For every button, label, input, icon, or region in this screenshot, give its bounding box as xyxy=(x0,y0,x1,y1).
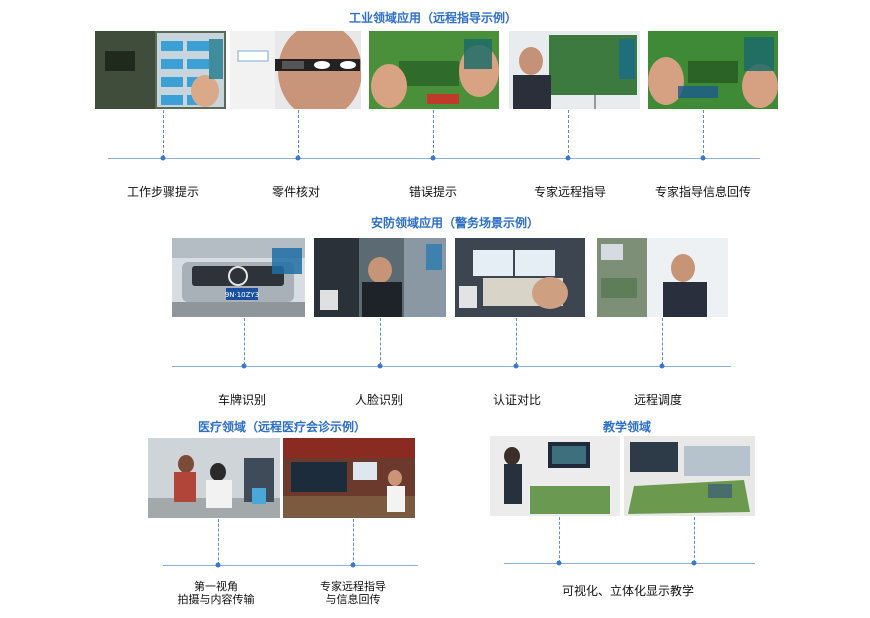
caption-work-steps: 工作步骤提示 xyxy=(126,185,200,199)
connector xyxy=(433,110,434,158)
caption-expert-guidance: 专家远程指导 与信息回传 xyxy=(320,580,386,606)
timeline-dot xyxy=(377,363,383,369)
timeline-dot xyxy=(691,560,697,566)
timeline-dot xyxy=(513,363,519,369)
photo-first-person-capture xyxy=(148,438,280,518)
timeline-dot xyxy=(430,155,436,161)
photo-remote-dispatch xyxy=(597,238,728,317)
connector xyxy=(516,318,517,365)
connector xyxy=(380,318,381,365)
timeline-dot xyxy=(659,363,665,369)
photo-work-steps xyxy=(95,31,226,109)
photo-expert-feedback xyxy=(648,31,778,109)
connector xyxy=(218,519,219,565)
plate-number-text: 9N·10ZY3 xyxy=(225,291,259,299)
timeline-medical xyxy=(163,565,418,566)
caption-line: 拍摄与内容传输 xyxy=(177,593,255,606)
photo-expert-guidance xyxy=(283,438,415,518)
photo-plate-recognition: 9N·10ZY3 xyxy=(172,238,305,317)
caption-first-person: 第一视角 拍摄与内容传输 xyxy=(178,580,255,606)
caption-line: 专家远程指导 xyxy=(320,580,386,593)
timeline-teaching xyxy=(504,563,755,564)
photo-teaching-2 xyxy=(624,436,755,516)
timeline-dot xyxy=(160,155,166,161)
caption-face-recognition: 人脸识别 xyxy=(354,393,404,407)
connector xyxy=(568,110,569,158)
medical-section-title: 医疗领域（远程医疗会诊示例） xyxy=(197,420,367,434)
caption-expert-feedback: 专家指导信息回传 xyxy=(654,185,752,199)
timeline-dot xyxy=(565,155,571,161)
photo-parts-check xyxy=(230,31,361,109)
timeline-dot xyxy=(556,560,562,566)
timeline-dot xyxy=(215,562,221,568)
caption-teaching: 可视化、立体化显示教学 xyxy=(561,584,695,598)
timeline-dot xyxy=(241,363,247,369)
connector xyxy=(353,519,354,565)
caption-error-hint: 错误提示 xyxy=(408,185,458,199)
connector xyxy=(694,517,695,563)
timeline-dot xyxy=(700,155,706,161)
industrial-section-title: 工业领域应用（远程指导示例） xyxy=(348,11,518,25)
connector xyxy=(298,110,299,158)
caption-remote-dispatch: 远程调度 xyxy=(633,393,683,407)
photo-expert-remote xyxy=(509,31,640,109)
caption-plate-recognition: 车牌识别 xyxy=(217,393,267,407)
timeline-dot xyxy=(295,155,301,161)
connector xyxy=(703,110,704,158)
photo-id-comparison xyxy=(455,238,585,317)
connector xyxy=(662,318,663,365)
photo-face-recognition xyxy=(314,238,446,317)
caption-expert-remote: 专家远程指导 xyxy=(533,185,607,199)
connector xyxy=(559,517,560,563)
caption-parts-check: 零件核对 xyxy=(271,185,321,199)
security-section-title: 安防领域应用（警务场景示例） xyxy=(370,216,540,230)
photo-teaching-1 xyxy=(490,436,620,516)
teaching-section-title: 教学领域 xyxy=(602,420,652,434)
photo-error-hint xyxy=(369,31,499,109)
caption-line: 与信息回传 xyxy=(325,593,381,606)
timeline-dot xyxy=(350,562,356,568)
caption-id-comparison: 认证对比 xyxy=(492,393,542,407)
connector xyxy=(244,318,245,365)
connector xyxy=(163,110,164,158)
timeline-security xyxy=(172,366,731,367)
caption-line: 第一视角 xyxy=(194,580,238,593)
